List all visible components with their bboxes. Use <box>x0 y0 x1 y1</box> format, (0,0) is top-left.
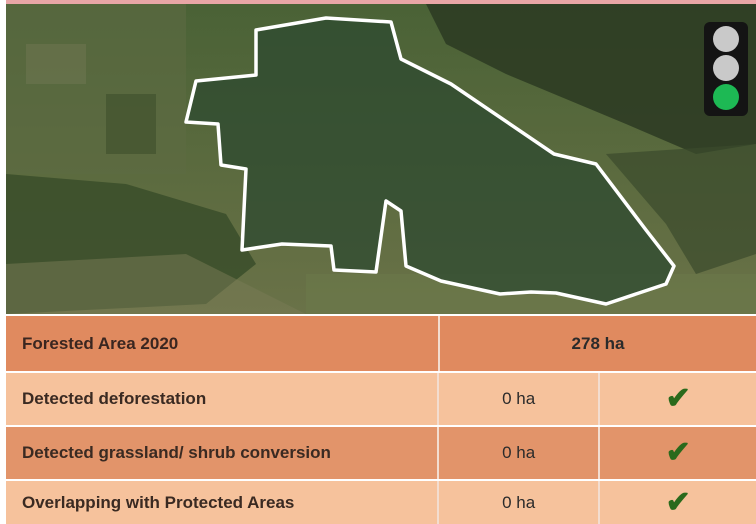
check-icon: ✔ <box>665 382 691 415</box>
table-row: Detected deforestation 0 ha ✔ <box>6 373 756 425</box>
check-icon: ✔ <box>665 436 691 469</box>
traffic-light-lamp-top <box>713 26 739 52</box>
traffic-light-lamp-middle <box>713 55 739 81</box>
table-row: Overlapping with Protected Areas 0 ha ✔ <box>6 481 756 524</box>
map-image <box>6 4 756 314</box>
column-divider <box>436 427 439 479</box>
table-row: Detected grassland/ shrub conversion 0 h… <box>6 427 756 479</box>
row-label: Detected grassland/ shrub conversion <box>6 427 437 479</box>
traffic-light-lamp-bottom <box>713 84 739 110</box>
row-label: Overlapping with Protected Areas <box>6 481 437 524</box>
status-cell: ✔ <box>600 427 756 479</box>
row-value: 0 ha <box>438 373 599 425</box>
top-accent-bar <box>6 0 756 4</box>
forested-area-value: 278 ha <box>440 316 756 371</box>
forested-area-label: Forested Area 2020 <box>6 316 438 371</box>
row-value: 0 ha <box>438 481 599 524</box>
satellite-map[interactable] <box>6 4 756 314</box>
column-divider <box>436 373 439 425</box>
column-divider <box>438 316 440 371</box>
column-divider <box>598 481 601 524</box>
column-divider <box>436 481 439 524</box>
column-divider <box>598 427 601 479</box>
status-traffic-light <box>704 22 748 116</box>
row-value: 0 ha <box>438 427 599 479</box>
status-cell: ✔ <box>600 481 756 524</box>
forest-summary-table: Forested Area 2020 278 ha Detected defor… <box>6 316 756 524</box>
row-label: Detected deforestation <box>6 373 437 425</box>
check-icon: ✔ <box>665 485 691 519</box>
table-header-row: Forested Area 2020 278 ha <box>6 316 756 371</box>
status-cell: ✔ <box>600 373 756 425</box>
column-divider <box>598 373 601 425</box>
